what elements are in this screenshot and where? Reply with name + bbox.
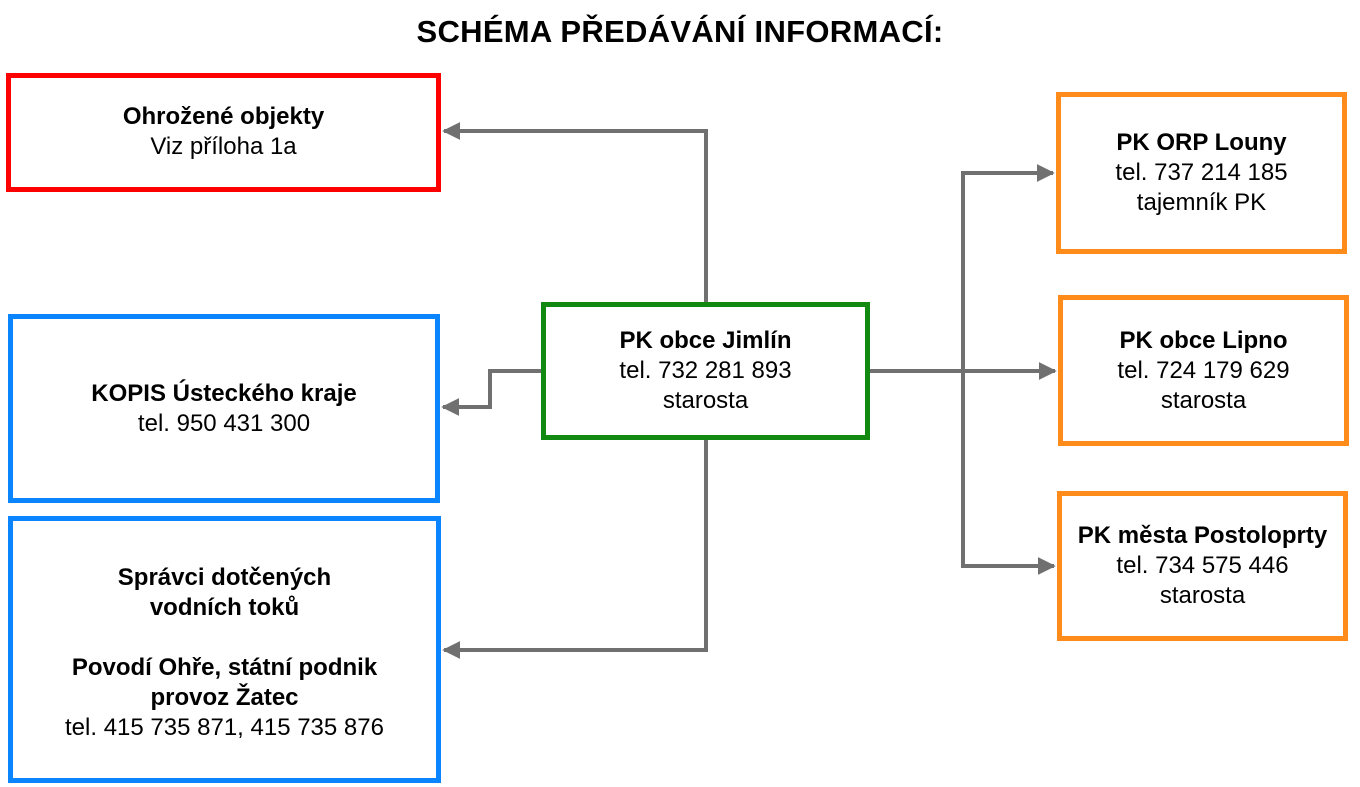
box-ohrozene-objekty: Ohrožené objekty Viz příloha 1a xyxy=(6,73,441,192)
box-kopis-name: KOPIS Ústeckého kraje xyxy=(91,379,357,407)
connector-branch-to-louny xyxy=(961,164,1055,371)
box-louny-phone: tel. 737 214 185 xyxy=(1115,159,1288,186)
box-spravci-heading-line1: Správci dotčených xyxy=(117,563,332,591)
connector-jimlin-to-spravci xyxy=(442,440,708,659)
diagram-title: SCHÉMA PŘEDÁVÁNÍ INFORMACÍ: xyxy=(416,14,944,49)
connector-jimlin-to-kopis xyxy=(441,369,541,416)
box-jimlin-role: starosta xyxy=(662,387,749,414)
box-kopis-phone: tel. 950 431 300 xyxy=(137,409,311,437)
box-ohrozene-name: Ohrožené objekty xyxy=(122,103,325,130)
box-postoloprty-name: PK města Postoloprty xyxy=(1077,522,1328,549)
box-pk-orp-louny: PK ORP Louny tel. 737 214 185 tajemník P… xyxy=(1056,92,1347,254)
box-pk-obce-lipno: PK obce Lipno tel. 724 179 629 starosta xyxy=(1058,295,1349,446)
box-ohrozene-detail: Viz příloha 1a xyxy=(150,133,297,160)
box-louny-name: PK ORP Louny xyxy=(1116,129,1287,156)
box-spravci-org-line2: provoz Žatec xyxy=(150,683,299,711)
box-pk-mesta-postoloprty: PK města Postoloprty tel. 734 575 446 st… xyxy=(1057,491,1348,641)
box-spravci-heading-line2: vodních toků xyxy=(149,593,300,621)
box-spravci-org-line1: Povodí Ohře, státní podnik xyxy=(71,653,378,681)
connector-branch-to-postoloprty xyxy=(961,371,1056,575)
box-pk-obce-jimlin: PK obce Jimlín tel. 732 281 893 starosta xyxy=(541,302,870,440)
box-spravci-phone: tel. 415 735 871, 415 735 876 xyxy=(65,713,384,741)
box-jimlin-name: PK obce Jimlín xyxy=(619,327,792,354)
box-lipno-phone: tel. 724 179 629 xyxy=(1117,356,1290,384)
box-kopis: KOPIS Ústeckého kraje tel. 950 431 300 xyxy=(8,314,440,503)
box-spravci-toku: Správci dotčených vodních toků Povodí Oh… xyxy=(8,516,441,783)
box-lipno-name: PK obce Lipno xyxy=(1119,326,1288,354)
box-postoloprty-role: starosta xyxy=(1159,582,1246,609)
box-louny-role: tajemník PK xyxy=(1136,189,1267,216)
box-postoloprty-phone: tel. 734 575 446 xyxy=(1116,552,1289,579)
box-jimlin-phone: tel. 732 281 893 xyxy=(619,357,792,384)
box-lipno-role: starosta xyxy=(1160,386,1247,414)
connector-jimlin-to-ohrozene xyxy=(442,122,708,302)
